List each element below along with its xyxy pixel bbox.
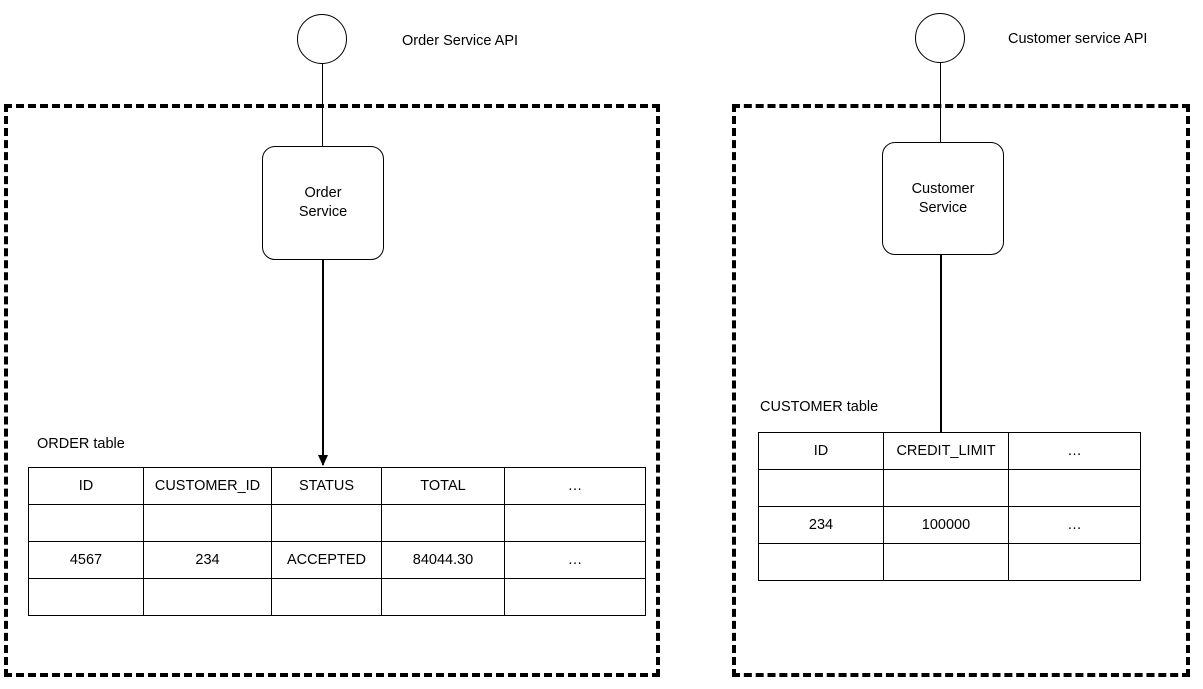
- order-table-cell: [381, 578, 505, 616]
- order-table-cell: …: [504, 541, 646, 579]
- order-table-cell: [143, 578, 272, 616]
- order-table-cell: [28, 578, 144, 616]
- order-table-column-header: STATUS: [271, 467, 382, 505]
- order-service-to-table-arrow: [322, 260, 324, 465]
- customer-table-cell: 234: [758, 506, 884, 544]
- customer-service-label-line1: Customer: [911, 180, 975, 197]
- customer-table-caption: CUSTOMER table: [760, 399, 879, 415]
- customer-table-row: [758, 469, 1141, 507]
- customer-table-cell: [758, 469, 884, 507]
- customer-table-column-header: ID: [758, 432, 884, 470]
- order-table-column-header: …: [504, 467, 646, 505]
- customer-table-cell: [883, 543, 1009, 581]
- customer-service-api-stem: [939, 63, 942, 142]
- order-table-cell: 84044.30: [381, 541, 505, 579]
- customer-table-cell: [758, 543, 884, 581]
- order-table-cell: [271, 504, 382, 542]
- customer-table-cell: …: [1008, 506, 1141, 544]
- customer-service-api-circle-icon: [915, 13, 965, 63]
- order-service-label-line1: Order: [304, 185, 342, 201]
- order-service-api-circle-icon: [297, 14, 347, 64]
- order-service-box[interactable]: Order Service: [262, 146, 384, 260]
- order-table-cell: [143, 504, 272, 542]
- customer-table-cell: [883, 469, 1009, 507]
- order-table-cell: 4567: [28, 541, 144, 579]
- order-service-api-stem: [321, 64, 324, 146]
- order-table-cell: [504, 504, 646, 542]
- customer-table-column-header: CREDIT_LIMIT: [883, 432, 1009, 470]
- order-table-cell: [28, 504, 144, 542]
- order-table-column-header: CUSTOMER_ID: [143, 467, 272, 505]
- order-table-row: [28, 578, 646, 616]
- order-table-caption: ORDER table: [37, 436, 125, 452]
- order-table-cell: [271, 578, 382, 616]
- order-table-cell: 234: [143, 541, 272, 579]
- order-table-cell: [381, 504, 505, 542]
- customer-table-cell: [1008, 469, 1141, 507]
- customer-table-row: [758, 543, 1141, 581]
- customer-service-boundary: [732, 104, 1190, 677]
- customer-service-label-line2: Service: [918, 199, 968, 216]
- customer-service-box[interactable]: Customer Service: [882, 142, 1004, 255]
- customer-table-cell: 100000: [883, 506, 1009, 544]
- order-table-cell: ACCEPTED: [271, 541, 382, 579]
- customer-table-cell: [1008, 543, 1141, 581]
- order-table-column-header: TOTAL: [381, 467, 505, 505]
- order-service-label-line2: Service: [298, 204, 348, 220]
- order-table-column-header: ID: [28, 467, 144, 505]
- order-table-cell: [504, 578, 646, 616]
- customer-service-to-table-arrow: [940, 255, 942, 452]
- customer-service-api-label: Customer service API: [1008, 31, 1148, 47]
- order-service-api-label: Order Service API: [402, 33, 519, 49]
- order-table-row: [28, 504, 646, 542]
- customer-table-column-header: …: [1008, 432, 1141, 470]
- order-service-boundary: [4, 104, 660, 677]
